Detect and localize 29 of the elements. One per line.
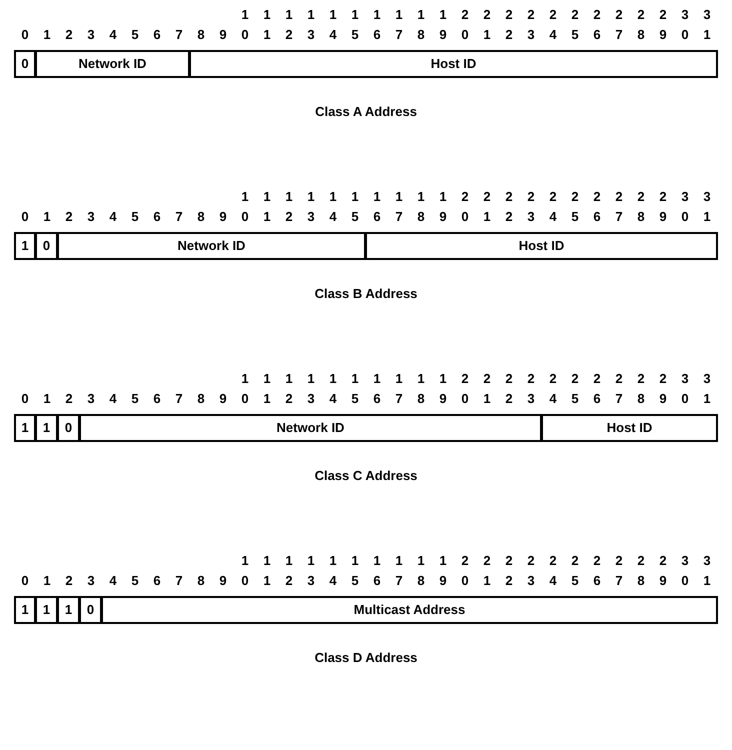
bit-number-row: 0 1 2 3 4 5 6 7 8 9 0 1 2 3 4 5 6 7 8 9 0 1 2 3 4 5 6 7 8 9 0 1 (21, 574, 711, 587)
bit-field: 1 (14, 596, 36, 624)
bit-field: Host ID (189, 50, 718, 78)
bit-number-row: 1 1 1 1 1 1 1 1 1 1 2 2 2 2 2 2 2 2 2 2 3 3 (241, 554, 711, 567)
bit-field: 1 (35, 596, 58, 624)
bit-number-row: 1 1 1 1 1 1 1 1 1 1 2 2 2 2 2 2 2 2 2 2 3 3 (241, 190, 711, 203)
bit-number-row: 0 1 2 3 4 5 6 7 8 9 0 1 2 3 4 5 6 7 8 9 0 1 2 3 4 5 6 7 8 9 0 1 (21, 210, 711, 223)
bit-field: Host ID (541, 414, 718, 442)
bit-field: Multicast Address (101, 596, 718, 624)
class-caption: Class B Address (314, 285, 418, 303)
bit-number-row: 0 1 2 3 4 5 6 7 8 9 0 1 2 3 4 5 6 7 8 9 0 1 2 3 4 5 6 7 8 9 0 1 (21, 392, 711, 405)
bit-field: Network ID (35, 50, 190, 78)
bit-number-row: 0 1 2 3 4 5 6 7 8 9 0 1 2 3 4 5 6 7 8 9 0 1 2 3 4 5 6 7 8 9 0 1 (21, 28, 711, 41)
bit-field: 1 (14, 414, 36, 442)
bit-field: 0 (35, 232, 58, 260)
bit-field: 1 (14, 232, 36, 260)
class-caption: Class A Address (314, 103, 418, 121)
class-caption: Class C Address (314, 467, 418, 485)
bit-field: Network ID (57, 232, 366, 260)
bit-field: 0 (14, 50, 36, 78)
bit-number-row: 1 1 1 1 1 1 1 1 1 1 2 2 2 2 2 2 2 2 2 2 3 3 (241, 372, 711, 385)
bit-field: Host ID (365, 232, 718, 260)
class-caption: Class D Address (314, 649, 418, 667)
bit-field: 0 (79, 596, 102, 624)
bit-field: 1 (57, 596, 80, 624)
bit-field: Network ID (79, 414, 542, 442)
bit-number-row: 1 1 1 1 1 1 1 1 1 1 2 2 2 2 2 2 2 2 2 2 3 3 (241, 8, 711, 21)
bit-field: 0 (57, 414, 80, 442)
bit-field: 1 (35, 414, 58, 442)
